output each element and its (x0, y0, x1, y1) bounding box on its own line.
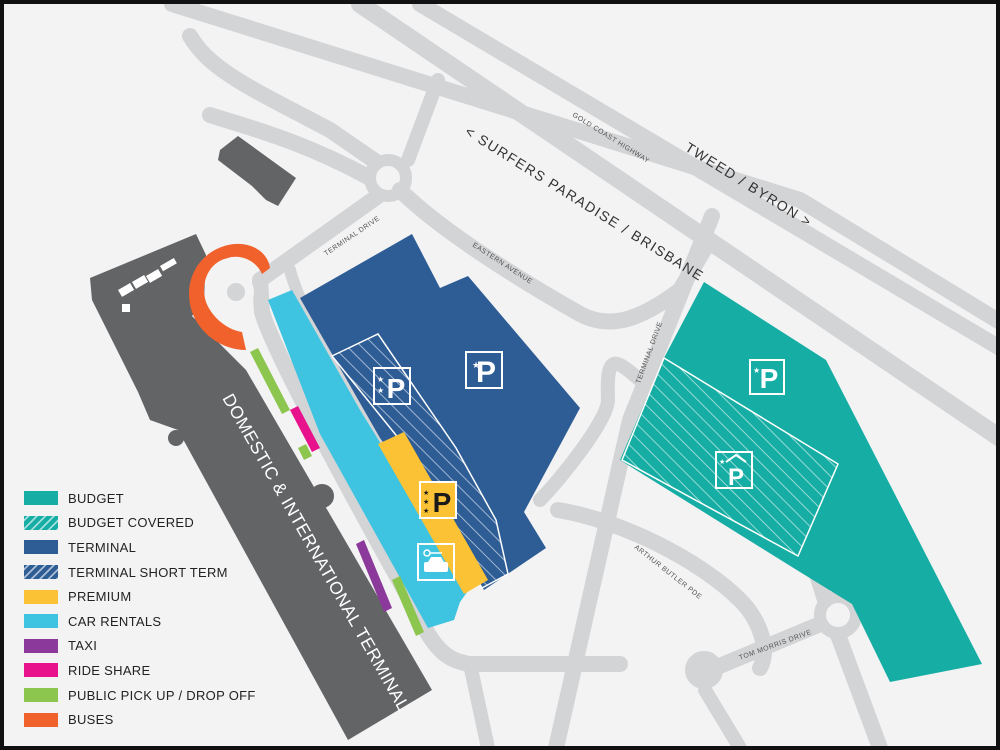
car-rental-icon (417, 543, 455, 581)
parking-icon-terminal: P ★ (465, 351, 503, 389)
legend-item: TERMINAL SHORT TERM (24, 560, 256, 585)
legend-label: BUDGET (68, 490, 124, 506)
legend-swatch (24, 638, 58, 653)
legend-swatch (24, 565, 58, 580)
legend-item: TAXI (24, 634, 256, 659)
legend-item: BUSES (24, 707, 256, 732)
road-network (164, 0, 1000, 750)
taxi-zone (356, 540, 392, 612)
legend-swatch (24, 491, 58, 506)
legend-item: RIDE SHARE (24, 658, 256, 683)
building-nw (218, 136, 296, 206)
legend-label: PREMIUM (68, 589, 132, 605)
parking-icon-premium: P ★ ★ ★ (419, 481, 457, 519)
legend-item: PREMIUM (24, 584, 256, 609)
legend-swatch (24, 663, 58, 678)
pickup-zone-3 (392, 576, 424, 636)
svg-text:P: P (728, 464, 744, 491)
budget-parking-zone (620, 282, 982, 682)
svg-text:P: P (387, 373, 406, 404)
label-tweed-byron: TWEED / BYRON > (682, 139, 815, 230)
pickup-zone-2 (298, 444, 312, 460)
legend-label: TAXI (68, 638, 98, 654)
legend-item: TERMINAL (24, 535, 256, 560)
svg-text:P: P (760, 363, 779, 394)
legend-swatch (24, 712, 58, 727)
svg-text:★: ★ (472, 360, 480, 370)
legend-item: CAR RENTALS (24, 609, 256, 634)
label-eastern-avenue: EASTERN AVENUE (471, 242, 533, 286)
legend-swatch (24, 589, 58, 604)
legend-label: PUBLIC PICK UP / DROP OFF (68, 687, 256, 703)
legend-swatch (24, 614, 58, 629)
map-legend: BUDGET BUDGET COVERED TERMINAL TERMINAL SHO… (24, 486, 256, 732)
legend-label: RIDE SHARE (68, 662, 151, 678)
svg-text:★: ★ (377, 375, 384, 384)
legend-item: BUDGET (24, 486, 256, 511)
svg-text:★: ★ (377, 386, 384, 395)
svg-text:★: ★ (719, 458, 725, 466)
legend-label: TERMINAL SHORT TERM (68, 564, 228, 580)
svg-text:★: ★ (423, 489, 429, 497)
legend-label: TERMINAL (68, 539, 137, 555)
legend-item: BUDGET COVERED (24, 511, 256, 536)
pickup-zone-1 (250, 348, 290, 414)
parking-icon-short-term: P ★ ★ (373, 367, 411, 405)
legend-label: BUDGET COVERED (68, 515, 195, 531)
legend-item: PUBLIC PICK UP / DROP OFF (24, 683, 256, 708)
ride-share-zone (290, 406, 320, 452)
svg-text:★: ★ (423, 498, 429, 506)
legend-swatch (24, 515, 58, 530)
svg-text:★: ★ (753, 366, 760, 375)
legend-swatch (24, 540, 58, 555)
svg-text:P: P (476, 356, 496, 389)
legend-swatch (24, 688, 58, 703)
parking-icon-budget: P ★ (749, 359, 785, 395)
bus-roundabout (189, 243, 270, 350)
parking-icon-budget-covered: P ★ (715, 451, 753, 491)
legend-label: BUSES (68, 712, 114, 728)
legend-label: CAR RENTALS (68, 613, 162, 629)
svg-text:P: P (433, 487, 452, 518)
svg-text:★: ★ (423, 507, 429, 515)
